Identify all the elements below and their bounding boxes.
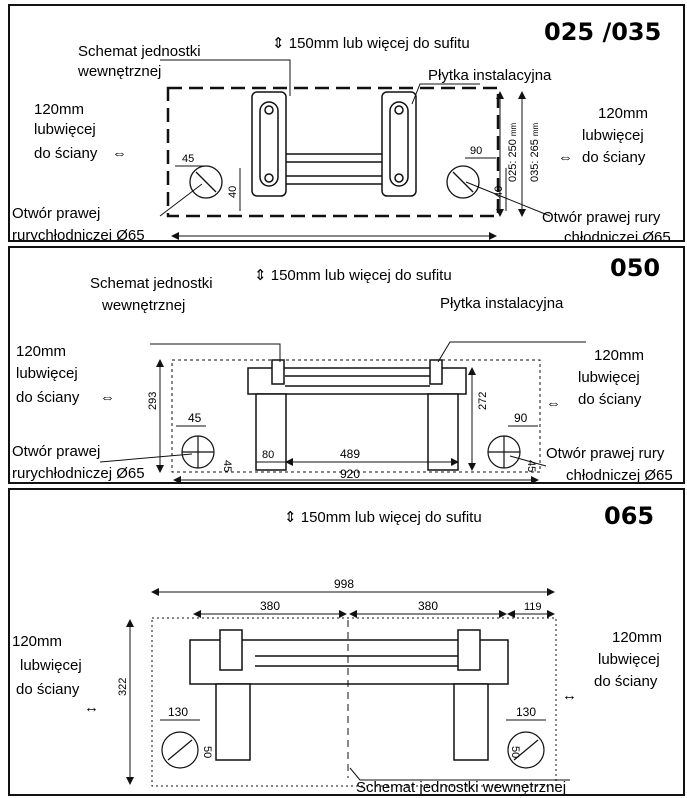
diagram-050: 050 ⇕ 150mm lub więcej do sufitu Schemat… — [12, 254, 673, 484]
right-wall-line2: lubwięcej — [598, 651, 660, 668]
plate-rails — [286, 153, 382, 185]
right-wall-line3: do ściany — [582, 149, 646, 166]
panel-025-035: 025 /035 ⇕ 150mm lub więcej do sufitu Sc… — [8, 4, 685, 242]
ceiling-arrow-icon: ⇕ — [272, 35, 289, 52]
right-wall-line1: 120mm — [598, 105, 648, 122]
plate-label: Płytka instalacyjna — [428, 67, 552, 84]
left-wall-line3: do ściany — [16, 389, 80, 406]
dim-inner: 489 — [340, 447, 360, 461]
bracket-left — [251, 91, 287, 197]
left-hole-line1: Otwór prawej — [12, 443, 100, 460]
dim-right-hole-v: 40 — [493, 186, 505, 198]
dim-left-hole-v: 40 — [227, 186, 239, 198]
model-label: 065 — [604, 502, 654, 530]
left-wall-line2: lubwięcej — [34, 121, 96, 138]
pipe-hole-right — [487, 435, 521, 469]
mounting-plate — [189, 629, 509, 761]
dim-total: 920 — [340, 467, 360, 481]
left-wall-line3: do ściany — [16, 681, 80, 698]
right-wall-arrow-icon: ⇔ — [546, 395, 561, 412]
pipe-hole-right — [446, 165, 480, 199]
model-label: 050 — [610, 254, 660, 282]
bracket-right — [381, 91, 417, 197]
pipe-hole-left — [189, 165, 223, 199]
diagram-025-035: 025 /035 ⇕ 150mm lub więcej do sufitu Sc… — [12, 18, 671, 242]
right-wall-line3: do ściany — [578, 391, 642, 408]
dim-right: 119 — [524, 601, 542, 613]
dim-left-leg: 80 — [262, 449, 274, 461]
dim-left-hole-v: 45 — [221, 460, 233, 472]
right-wall-line2: lubwięcej — [578, 369, 640, 386]
dim-height-035: 035: 265 mm — [529, 122, 541, 182]
pipe-hole-left — [181, 435, 215, 469]
ceiling-label: ⇕ 150mm lub więcej do sufitu — [284, 509, 482, 526]
right-hole-line1: Otwór prawej rury — [542, 209, 661, 226]
panel-065: 065 ⇕ 150mm lub więcej do sufitu Schemat… — [8, 488, 685, 796]
left-hole-line1: Otwór prawej — [12, 205, 100, 222]
dim-height: 322 — [117, 678, 129, 696]
right-hole-line1: Otwór prawej rury — [546, 445, 665, 462]
diagram-065: 065 ⇕ 150mm lub więcej do sufitu Schemat… — [12, 502, 662, 796]
right-wall-line1: 120mm — [612, 629, 662, 646]
dim-height-right: 272 — [477, 392, 489, 410]
right-wall-line2: lubwięcej — [582, 127, 644, 144]
right-wall-arrow-icon: ↔ — [562, 687, 577, 704]
unit-outline — [151, 617, 557, 787]
plate-label: Płytka instalacyjna — [440, 295, 564, 312]
dim-right-hole-v: 50 — [509, 746, 521, 758]
dim-right-offset: 90 — [514, 411, 528, 425]
left-wall-line2: lubwięcej — [20, 657, 82, 674]
right-wall-line3: do ściany — [594, 673, 658, 690]
right-wall-line1: 120mm — [594, 347, 644, 364]
pipe-hole-right — [507, 731, 545, 769]
unit-schema-label-2: wewnętrznej — [101, 297, 185, 314]
left-wall-line1: 120mm — [34, 101, 84, 118]
dim-height-025: 025: 250 mm — [507, 122, 519, 182]
right-wall-arrow-icon: ⇔ — [558, 149, 573, 166]
dim-left: 380 — [260, 599, 280, 613]
right-hole-line2: chłodniczej Ø65 — [566, 467, 673, 484]
dim-left-offset: 130 — [168, 705, 188, 719]
dim-mid: 380 — [418, 599, 438, 613]
unit-schema-label: Schemat jednostki — [78, 43, 201, 60]
dim-right-offset: 130 — [516, 705, 536, 719]
left-hole-line2: rurychłodniczej Ø65 — [12, 227, 145, 242]
right-hole-line2: chłodniczej Ø65 — [564, 229, 671, 242]
ceiling-arrow-icon: ⇕ — [284, 509, 301, 526]
left-wall-arrow-icon: ⇔ — [100, 389, 115, 406]
unit-schema-label: Schemat jednostki wewnętrznej — [356, 779, 566, 796]
dim-left-offset: 45 — [188, 411, 202, 425]
left-wall-line1: 120mm — [16, 343, 66, 360]
left-wall-line1: 120mm — [12, 633, 62, 650]
pipe-hole-left — [161, 731, 199, 769]
ceiling-label: ⇕ 150mm lub więcej do sufitu — [254, 267, 452, 284]
model-label: 025 /035 — [544, 18, 661, 46]
left-hole-line2: rurychłodniczej Ø65 — [12, 465, 145, 482]
unit-outline — [166, 86, 500, 218]
left-wall-line3: do ściany — [34, 145, 98, 162]
dim-left-hole-v: 50 — [201, 746, 213, 758]
dim-total: 998 — [334, 577, 354, 591]
panel-050: 050 ⇕ 150mm lub więcej do sufitu Schemat… — [8, 246, 685, 484]
dim-height-left: 293 — [147, 392, 159, 410]
left-wall-line2: lubwięcej — [16, 365, 78, 382]
ceiling-arrow-icon: ⇕ — [254, 267, 271, 284]
dim-left-offset: 45 — [182, 153, 194, 165]
ceiling-label: ⇕ 150mm lub więcej do sufitu — [272, 35, 470, 52]
dim-right-hole-v: 45 — [525, 460, 537, 472]
unit-schema-label-2: wewnętrznej — [77, 63, 161, 80]
left-wall-arrow-icon: ↔ — [84, 699, 99, 716]
unit-schema-label: Schemat jednostki — [90, 275, 213, 292]
mounting-plate — [247, 359, 467, 471]
left-wall-arrow-icon: ⇔ — [112, 145, 127, 162]
dim-right-offset: 90 — [470, 145, 482, 157]
